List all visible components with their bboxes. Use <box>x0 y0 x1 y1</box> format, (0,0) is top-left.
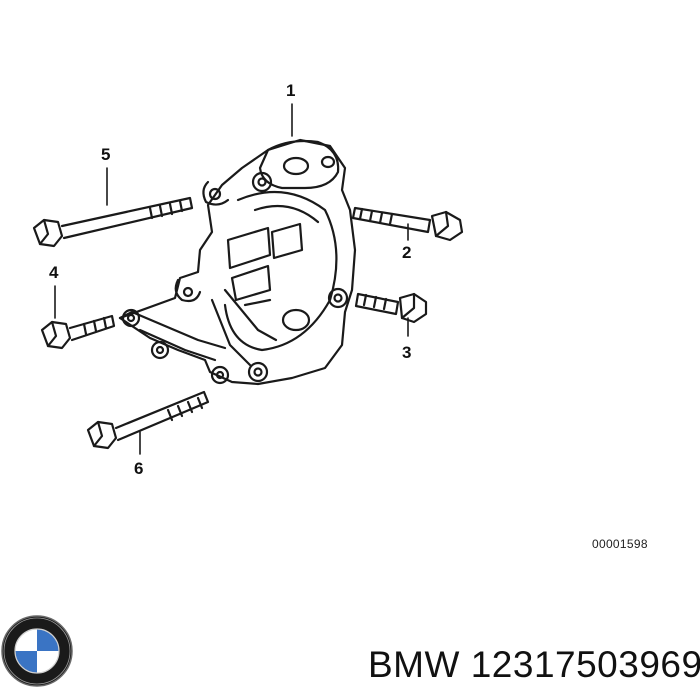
bracket-part <box>118 138 357 386</box>
callout-2: 2 <box>402 243 412 262</box>
bmw-roundel-icon <box>1 615 73 687</box>
part-number: 12317503969 <box>470 644 700 685</box>
bolt-part-2 <box>351 206 464 242</box>
callout-3: 3 <box>402 343 412 362</box>
callout-6: 6 <box>134 459 144 478</box>
brand-name: BMW <box>368 644 460 685</box>
callout-5: 5 <box>101 145 111 164</box>
bolt-part-6 <box>86 390 210 450</box>
bolt-part-4 <box>40 314 116 350</box>
leader-lines <box>54 103 409 455</box>
brand-part-number: BMW 12317503969 <box>368 644 700 686</box>
bolt-part-5 <box>32 196 194 248</box>
drawing-id: 00001598 <box>592 537 648 551</box>
callout-4: 4 <box>49 263 59 282</box>
callout-1: 1 <box>286 81 296 100</box>
bolt-part-3 <box>354 292 428 324</box>
